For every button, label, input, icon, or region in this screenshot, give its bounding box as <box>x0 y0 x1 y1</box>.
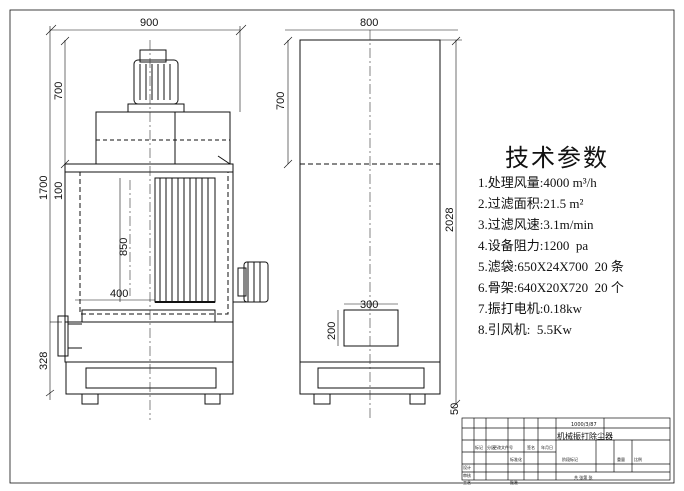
dim-hopper-height: 328 <box>38 352 50 370</box>
spec-item: 8.引风机: 5.5Kw <box>478 322 572 337</box>
inlet-flange <box>57 315 69 357</box>
inner-chamber <box>79 171 229 315</box>
spec-title: 技术参数 <box>505 146 609 172</box>
tb-scale: 比例 <box>634 457 642 462</box>
spec-list: 1.处理风量:4000 m³/h 2.过滤面积:21.5 m² 3.过滤风速:3… <box>478 172 624 340</box>
spec-item: 6.骨架:640X20X720 20 个 <box>478 280 624 295</box>
inspection-door <box>343 309 399 347</box>
foot-left <box>81 394 99 405</box>
hopper <box>64 321 234 363</box>
tb-approve: 批准 <box>510 480 518 485</box>
dim-top-height-side: 700 <box>275 92 287 110</box>
filter-bags <box>154 177 216 303</box>
dim-inner-width: 400 <box>110 288 128 300</box>
fan-box <box>95 111 231 165</box>
tb-header-zone: 分区 <box>487 445 495 450</box>
dim-inspection-height: 200 <box>326 322 338 340</box>
side-view <box>299 30 441 420</box>
spec-item: 4.设备阻力:1200 pa <box>478 238 589 253</box>
tb-process: 工艺 <box>463 480 471 485</box>
dim-total-height: 1700 <box>38 176 50 200</box>
spec-item: 7.振打电机:0.18kw <box>478 301 583 316</box>
title-block-name: 机械振打除尘器 <box>557 432 613 441</box>
spec-item: 3.过滤风速:3.1m/min <box>478 217 594 232</box>
dim-bag-length: 850 <box>118 238 130 256</box>
tb-header-mark: 标记 <box>475 445 483 450</box>
tb-stage-mark: 阶段标记 <box>562 457 578 462</box>
tb-header-change: 更改文件号 <box>493 445 513 450</box>
dim-foot-height: 50 <box>449 403 461 415</box>
title-block <box>461 417 671 481</box>
spec-item: 1.处理风量:4000 m³/h <box>478 175 597 190</box>
tb-sheets: 共 张第 张 <box>574 475 593 480</box>
title-block-model: 1000/3/87 <box>571 422 597 428</box>
tb-review: 审核 <box>463 473 471 478</box>
drawing-border <box>9 9 675 484</box>
tb-standardize: 标准化 <box>510 457 522 462</box>
dim-inspection-width: 300 <box>360 299 378 311</box>
tb-weight: 重量 <box>617 457 625 462</box>
tb-header-date: 年月日 <box>541 445 553 450</box>
spec-item: 5.滤袋:650X24X700 20 条 <box>478 259 624 274</box>
fan-motor-base <box>127 103 185 113</box>
base-frame <box>65 361 234 395</box>
spec-item: 2.过滤面积:21.5 m² <box>478 196 584 211</box>
front-dimensions <box>45 24 247 400</box>
front-view <box>57 40 269 420</box>
dim-side-width: 800 <box>360 17 378 29</box>
tb-header-sign: 签名 <box>527 445 535 450</box>
dim-side-height: 2028 <box>444 208 456 232</box>
tb-design: 设计 <box>463 465 471 470</box>
side-dimensions <box>283 29 462 409</box>
dim-gap: 100 <box>53 182 65 200</box>
dim-front-width: 900 <box>140 17 158 29</box>
shaker-motor <box>243 261 269 303</box>
dim-top-height-front: 700 <box>53 82 65 100</box>
foot-right <box>204 394 221 405</box>
fan-motor <box>133 59 179 105</box>
fan-motor-top <box>139 49 167 63</box>
